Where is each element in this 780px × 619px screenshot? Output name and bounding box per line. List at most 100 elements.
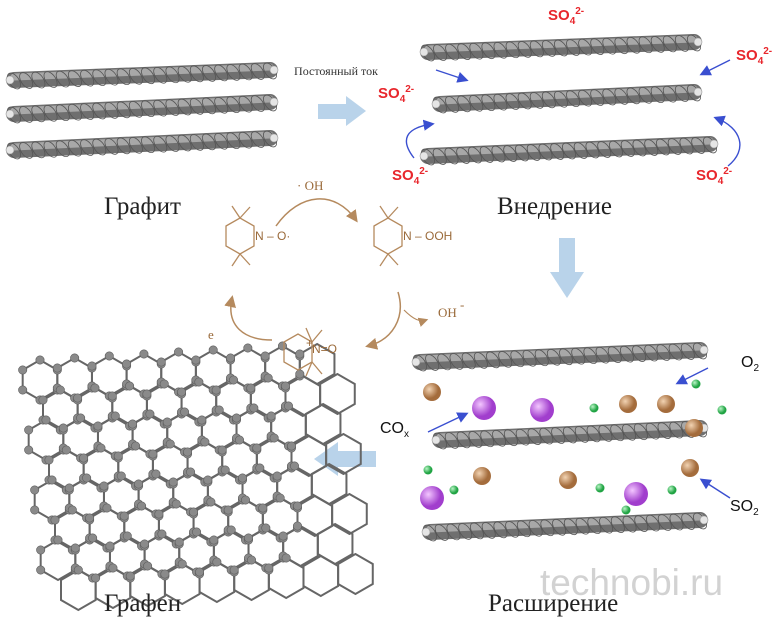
carbon-atom	[18, 385, 28, 395]
carbon-atom	[212, 557, 222, 567]
carbon-atom	[229, 565, 239, 575]
carbon-atom	[192, 527, 202, 537]
carbon-atom	[85, 513, 95, 523]
graphene-caption: Графен	[104, 590, 182, 617]
carbon-atom	[241, 495, 251, 505]
carbon-oxide-label: COx	[380, 420, 409, 441]
carbon-atom	[244, 533, 254, 543]
carbon-atom	[283, 401, 293, 411]
carbon-atom	[247, 555, 257, 565]
sulfate-ion-bottom-right: SO42-	[696, 166, 733, 187]
current-arrow-label: Постоянный ток	[294, 64, 378, 78]
carbon-atom	[52, 363, 62, 373]
carbon-atom	[292, 501, 302, 511]
carbon-atom	[87, 361, 97, 371]
carbon-atom	[76, 413, 86, 423]
oxoammonium-charge: +	[306, 336, 313, 350]
carbon-atom	[110, 411, 120, 421]
carbon-atom	[140, 539, 150, 549]
gas-bubble-green	[589, 403, 599, 413]
carbon-atom	[73, 565, 83, 575]
carbon-atom	[79, 453, 89, 463]
gas-bubble-green	[691, 379, 701, 389]
tempo-radical-ring	[225, 205, 255, 267]
carbon-atom	[154, 509, 164, 519]
tempo-radical-label: N – O·	[255, 229, 290, 243]
gas-bubble-brown	[619, 395, 637, 413]
carbon-atom	[232, 413, 242, 423]
gas-bubble-brown	[681, 459, 699, 477]
carbon-atom	[272, 471, 282, 481]
gas-bubble-brown	[559, 471, 577, 489]
hydroxide-charge: -	[460, 297, 464, 312]
carbon-atom	[160, 569, 170, 579]
carbon-atom	[47, 475, 57, 485]
carbon-atom	[200, 437, 210, 447]
carbon-atom	[116, 471, 126, 481]
carbon-atom	[137, 501, 147, 511]
gas-bubble-purple	[624, 482, 648, 506]
carbon-atom	[24, 445, 34, 455]
tempo-cycle: N – O· N – OOH N=O + · OH OH - e	[208, 178, 464, 377]
carbon-atom	[266, 411, 276, 421]
carbon-atom	[263, 373, 273, 383]
gas-bubble-green	[667, 485, 677, 495]
oxygen-label: O2	[741, 354, 760, 375]
carbon-atom	[217, 445, 227, 455]
carbon-atom	[91, 573, 101, 583]
carbon-atom	[281, 553, 291, 563]
carbon-atom	[183, 447, 193, 457]
carbon-atom	[209, 535, 219, 545]
ion-arrows	[405, 59, 741, 499]
gas-bubble-brown	[423, 383, 441, 401]
carbon-atom	[197, 415, 207, 425]
carbon-atom	[206, 497, 216, 507]
carbon-atom	[128, 419, 138, 429]
carbon-atom	[119, 511, 129, 521]
carbon-atom	[41, 415, 51, 425]
carbon-atom	[235, 435, 245, 445]
carbon-atom	[189, 507, 199, 517]
carbon-atom	[142, 389, 152, 399]
carbon-atom	[36, 545, 46, 555]
carbon-atom	[162, 417, 172, 427]
carbon-atom	[70, 543, 80, 553]
expanded-sheet	[431, 420, 709, 450]
watermark: technobi.ru	[540, 562, 724, 603]
expanded-sheet	[421, 512, 709, 542]
expansion-caption: Расширение	[488, 590, 619, 617]
sulfate-ion-left: SO42-	[378, 84, 415, 105]
carbon-atom	[252, 443, 262, 453]
carbon-atom	[53, 535, 63, 545]
carbon-atom	[214, 405, 224, 415]
carbon-atom	[93, 421, 103, 431]
gas-bubble-brown	[473, 467, 491, 485]
carbon-atom	[226, 525, 236, 535]
carbon-atom	[70, 353, 80, 363]
carbon-atom	[30, 505, 40, 515]
carbon-atom	[246, 383, 256, 393]
carbon-atom	[90, 383, 100, 393]
carbon-atom	[208, 345, 218, 355]
gas-bubble-green	[717, 405, 727, 415]
carbon-atom	[249, 403, 259, 413]
gas-bubbles	[420, 379, 727, 515]
graphite-sheet	[5, 62, 279, 90]
carbon-atom	[286, 441, 296, 451]
intercalation-caption: Внедрение	[497, 193, 612, 220]
carbon-atom	[171, 499, 181, 509]
carbon-atom	[174, 347, 184, 357]
carbon-atom	[165, 439, 175, 449]
carbon-atom	[264, 563, 274, 573]
carbon-atom	[125, 381, 135, 391]
gas-bubble-green	[621, 505, 631, 515]
radical-oh-label: · OH	[297, 178, 323, 193]
carbon-atom	[67, 505, 77, 515]
carbon-atom	[145, 409, 155, 419]
carbon-atom	[113, 451, 123, 461]
hydroperoxide-ring	[373, 205, 403, 267]
carbon-atom	[151, 469, 161, 479]
process-arrow-down	[550, 238, 584, 298]
sulfate-ion-top: SO42-	[548, 6, 585, 27]
carbon-atom	[131, 441, 141, 451]
